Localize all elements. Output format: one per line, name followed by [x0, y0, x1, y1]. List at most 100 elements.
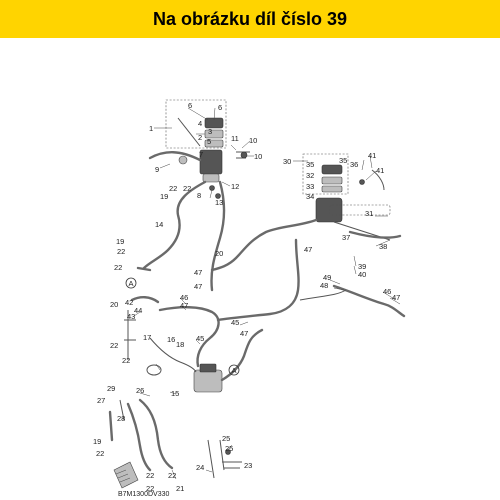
- pushrod-kit: [177, 117, 201, 147]
- rear-caliper-hose: [332, 284, 406, 318]
- abs-connector: [199, 363, 217, 373]
- rear-brake-lever: [348, 230, 402, 239]
- bracket-plate: [222, 461, 242, 469]
- callout-42: 42: [125, 298, 133, 307]
- callout-41: 41: [376, 166, 384, 175]
- front-brake-hose-lower-b: [126, 402, 152, 472]
- abs-hydraulic-unit: [193, 369, 223, 393]
- hose-clip: [119, 399, 125, 421]
- callout-19: 19: [93, 437, 101, 446]
- callout-34: 34: [306, 192, 314, 201]
- callout-22: 22: [96, 449, 104, 458]
- callout-47: 47: [392, 293, 400, 302]
- rear-brake-hose-mid: [216, 238, 300, 322]
- reference-label-a: A: [128, 279, 133, 288]
- direction-arrow-icon: [113, 461, 139, 489]
- rear-brake-hose-upper: [210, 218, 318, 272]
- bracket-rods: [207, 439, 225, 479]
- callout-43: 43: [127, 312, 135, 321]
- callout-22: 22: [117, 247, 125, 256]
- callout-22: 22: [169, 184, 177, 193]
- callout-12: 12: [231, 182, 239, 191]
- leader-lines: [133, 107, 401, 480]
- callout-35: 35: [306, 160, 314, 169]
- rear-master-cylinder-group: [302, 153, 402, 241]
- callout-6: 6: [218, 103, 222, 112]
- callout-10: 10: [254, 152, 262, 161]
- callout-22: 22: [114, 263, 122, 272]
- abs-inlet-line: [158, 306, 220, 368]
- rear-reservoir-box: [302, 153, 349, 195]
- bracket-bolt: [225, 449, 231, 455]
- rear-reservoir-diaphragm: [321, 176, 343, 185]
- callout-22: 22: [110, 341, 118, 350]
- reservoir-plate: [204, 139, 224, 148]
- rear-master-cylinder-body: [315, 197, 343, 223]
- master-cylinder-clamp: [202, 173, 220, 183]
- callout-46: 46: [180, 293, 188, 302]
- callout-38: 38: [379, 242, 387, 251]
- title-banner: Na obrázku díl číslo 39: [0, 0, 500, 38]
- switch-screw: [240, 151, 248, 159]
- parts-diagram: A A 1: [93, 99, 406, 498]
- callout-22: 22: [183, 184, 191, 193]
- hose-joint-pipe: [108, 410, 114, 442]
- rear-master-cylinder-kit-box: [329, 204, 391, 216]
- front-brake-hose-upper: [142, 180, 207, 270]
- callout-11: 11: [231, 134, 239, 143]
- callout-16: 16: [167, 335, 175, 344]
- abs-front-line: [149, 337, 197, 373]
- callout-10: 10: [249, 136, 257, 145]
- callout-35: 35: [339, 156, 347, 165]
- callout-22: 22: [146, 471, 154, 480]
- callout-25: 25: [225, 444, 233, 453]
- union-bolt: [215, 193, 221, 199]
- callout-2: 2: [198, 133, 202, 142]
- callout-32: 32: [306, 171, 314, 180]
- front-brake-hose-right: [210, 180, 226, 292]
- callout-15: 15: [171, 389, 179, 398]
- callout-27: 27: [97, 396, 105, 405]
- callout-48: 48: [320, 281, 328, 290]
- callout-23: 23: [244, 461, 252, 470]
- lower-bracket-assembly: [207, 439, 242, 479]
- callout-29: 29: [107, 384, 115, 393]
- drawing-code: B7M1300DV330: [118, 491, 169, 498]
- callout-45: 45: [196, 334, 204, 343]
- rear-reservoir-plate: [321, 185, 343, 193]
- callout-20: 20: [110, 300, 118, 309]
- front-master-cylinder-group: [148, 99, 250, 183]
- callout-47: 47: [240, 329, 248, 338]
- callout-45: 45: [231, 318, 239, 327]
- callout-24: 24: [196, 463, 204, 472]
- callout-18: 18: [176, 340, 184, 349]
- clamp-screw: [359, 179, 365, 185]
- front-brake-hose-lower-a: [138, 398, 174, 470]
- hose-end-fitting: [136, 266, 152, 272]
- callout-20: 20: [215, 249, 223, 258]
- callout-47: 47: [194, 282, 202, 291]
- callout-41: 41: [368, 151, 376, 160]
- callout-5: 5: [207, 137, 211, 146]
- reservoir-hose: [371, 169, 385, 191]
- callout-8: 8: [197, 191, 201, 200]
- callout-4: 4: [198, 119, 202, 128]
- master-cylinder-body: [199, 149, 223, 175]
- callout-47: 47: [194, 268, 202, 277]
- union-bolt: [209, 185, 215, 191]
- callout-1: 1: [149, 124, 153, 133]
- callout-26: 26: [136, 386, 144, 395]
- hose-guide: [299, 289, 347, 301]
- callout-33: 33: [306, 182, 314, 191]
- reference-label-a: A: [231, 366, 236, 375]
- callout-19: 19: [160, 192, 168, 201]
- banner-title: Na obrázku díl číslo 39: [152, 9, 348, 29]
- callout-39: 39: [358, 262, 366, 271]
- callout-47: 47: [180, 301, 188, 310]
- callout-46: 46: [383, 287, 391, 296]
- abs-unit-group: [130, 296, 264, 393]
- callout-28: 28: [117, 414, 125, 423]
- callout-31: 31: [365, 209, 373, 218]
- hose-loop: [146, 364, 162, 376]
- callout-47: 47: [304, 245, 312, 254]
